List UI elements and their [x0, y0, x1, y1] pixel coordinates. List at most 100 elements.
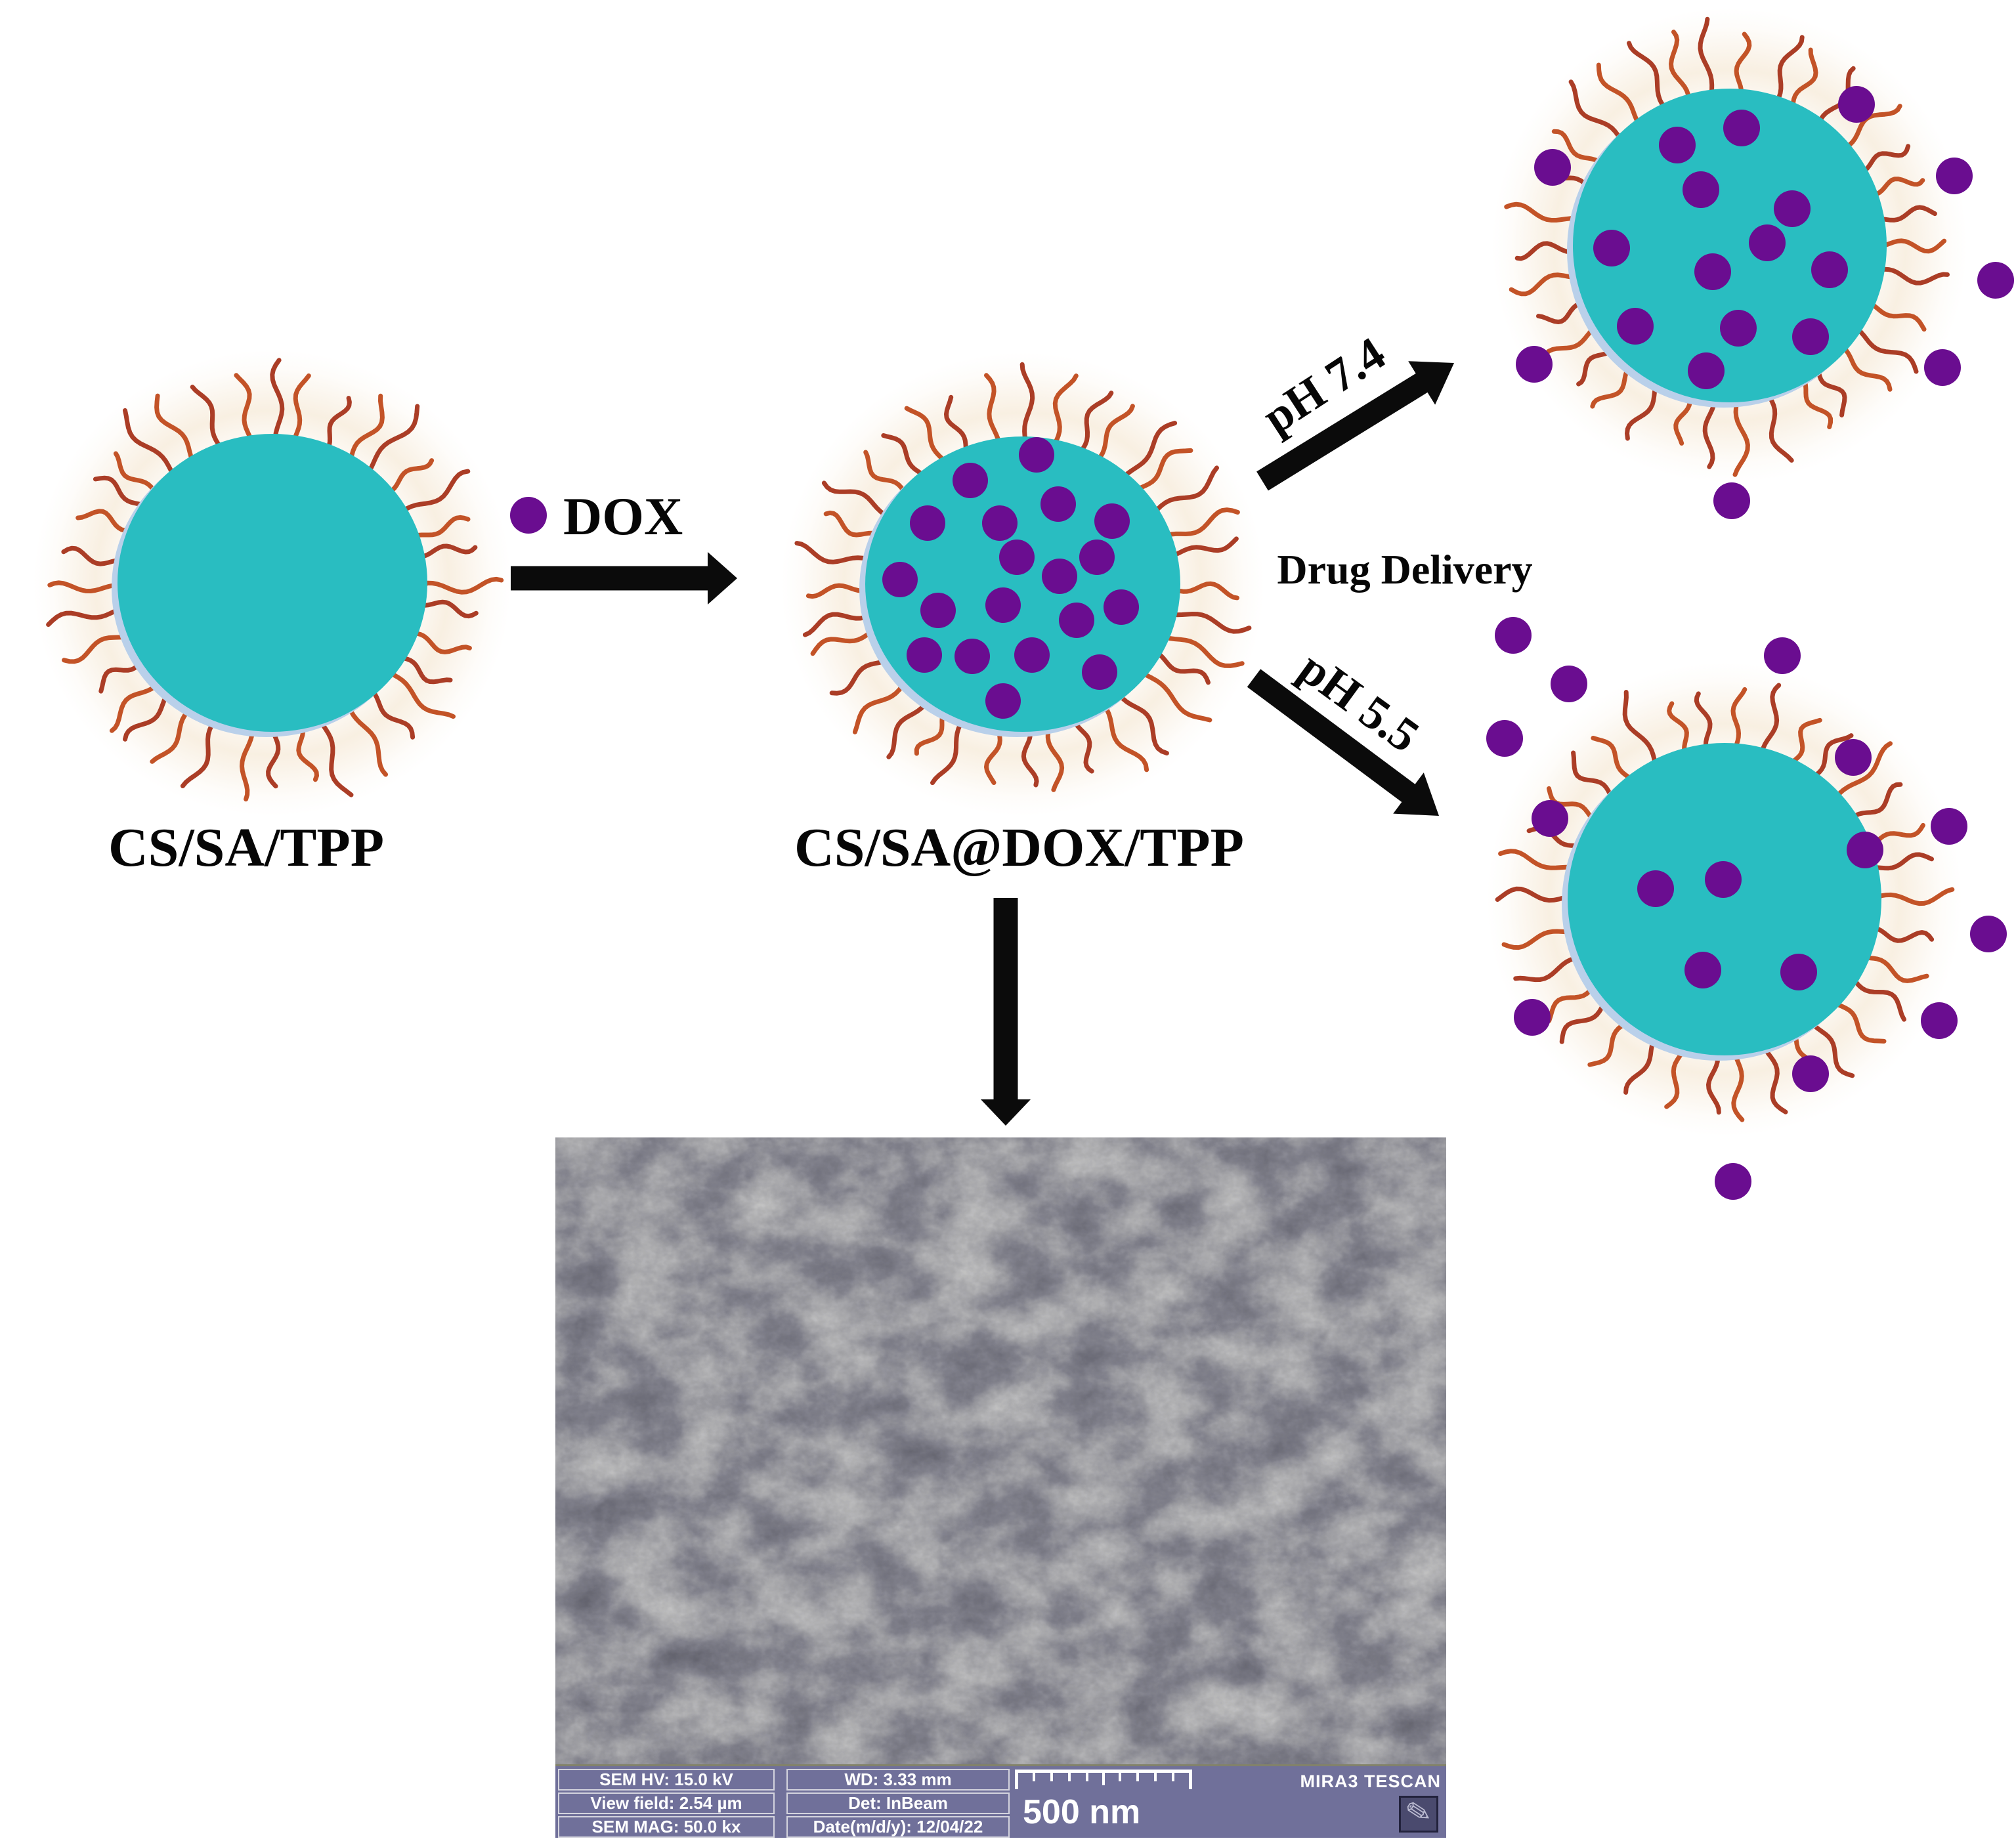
sem-texture	[555, 1137, 1446, 1838]
polymer-hair	[1547, 786, 1598, 822]
dox-dot-encapsulated	[985, 587, 1021, 623]
polymer-hair	[1045, 723, 1065, 792]
dox-dot-released	[1516, 346, 1553, 383]
dox-dot-encapsulated	[1104, 589, 1139, 625]
polymer-hair	[266, 725, 281, 789]
polymer-hair	[1073, 716, 1094, 774]
dox-dot-encapsulated	[1659, 127, 1696, 163]
polymer-hair	[1495, 886, 1575, 903]
polymer-hair	[1627, 41, 1669, 110]
dox-dot-released	[1931, 808, 1967, 845]
polymer-hair	[402, 469, 471, 516]
polymer-hair	[821, 480, 892, 517]
polymer-hair	[1568, 79, 1622, 143]
dox-dot-encapsulated	[1723, 110, 1760, 146]
polymer-hair	[46, 606, 127, 627]
polymer-hair	[1799, 377, 1833, 429]
scale-bar-label: 500 nm	[1023, 1793, 1141, 1831]
dox-legend-dot-icon	[510, 497, 547, 534]
dox-dot-encapsulated	[910, 505, 945, 541]
polymer-hair	[1669, 30, 1691, 102]
dox-dot-encapsulated	[1720, 310, 1757, 347]
polymer-hair	[1811, 733, 1854, 778]
polymer-hair	[944, 394, 969, 454]
sem-arrow	[981, 898, 1031, 1126]
polymer-hair	[881, 433, 926, 478]
polymer-hair	[1019, 362, 1035, 444]
dox-dot-encapsulated	[1683, 171, 1719, 208]
polymer-hair	[368, 689, 416, 740]
polymer-hair	[1596, 62, 1642, 125]
polymer-hair	[1119, 690, 1169, 755]
arrows-layer	[511, 361, 1454, 1126]
polymer-hair	[1870, 177, 1925, 197]
polymer-hair	[240, 723, 255, 802]
polymer-hair	[154, 393, 196, 463]
dox-dot-encapsulated	[1059, 603, 1094, 638]
dox-dot-encapsulated	[1749, 224, 1786, 261]
polymer-hair	[1732, 394, 1750, 477]
polymer-hair	[386, 458, 435, 494]
dox-dot-encapsulated	[1688, 352, 1725, 389]
sem-mag-field: SEM MAG: 50.0 kx	[558, 1816, 775, 1838]
dox-dot-encapsulated	[1780, 954, 1817, 990]
polymer-hair	[410, 631, 472, 654]
dox-dot-encapsulated	[1637, 870, 1674, 907]
polymer-hair	[1504, 201, 1582, 223]
polymer-hair	[863, 450, 907, 496]
particles-layer	[33, 8, 2014, 1200]
dox-dot-encapsulated	[1593, 230, 1630, 266]
polymer-hair	[1551, 129, 1603, 167]
label-drug-delivery: Drug Delivery	[1277, 546, 1533, 593]
polymer-hair	[1789, 717, 1822, 766]
dox-dot-released	[1532, 800, 1568, 837]
polymer-hair	[904, 406, 947, 463]
polymer-hair	[1761, 683, 1782, 755]
polymer-hair	[418, 543, 478, 559]
cs-sa-dox-tpp-nanoparticle	[781, 352, 1264, 816]
dox-dot-released	[1486, 720, 1523, 757]
polymer-hair	[802, 610, 876, 637]
dox-dot-released	[1534, 149, 1571, 186]
polymer-hair	[291, 373, 311, 442]
polymer-hair	[1811, 1020, 1855, 1078]
polymer-hair	[1871, 852, 1934, 871]
dox-dot-encapsulated	[953, 463, 988, 498]
label-dox: DOX	[563, 486, 683, 546]
polymer-hair	[1698, 16, 1715, 97]
dox-dot-encapsulated	[1792, 318, 1829, 355]
released-ph-7-4-nanoparticle	[1492, 8, 2014, 519]
polymer-hair	[62, 631, 134, 664]
dox-dot-encapsulated	[1774, 190, 1811, 227]
polymer-hair	[318, 717, 354, 797]
polymer-hair	[1851, 976, 1906, 1022]
polymer-hair	[1868, 302, 1927, 332]
dox-dot-encapsulated	[1811, 251, 1848, 288]
dox-dot-encapsulated	[882, 562, 918, 597]
polymer-hair	[1734, 32, 1752, 96]
dox-dot-encapsulated	[1684, 952, 1721, 988]
dox-arrow	[511, 552, 737, 604]
polymer-hair	[1862, 955, 1929, 983]
polymer-hair	[234, 373, 253, 442]
dox-dot-encapsulated	[1835, 739, 1872, 776]
polymer-hair	[349, 393, 385, 463]
polymer-hair	[1100, 704, 1149, 773]
dox-dot-encapsulated	[1040, 486, 1076, 522]
sem-micrograph: SEM HV: 15.0 kV WD: 3.33 mm View field: …	[555, 1137, 1446, 1838]
label-cs-sa-dox-tpp: CS/SA@DOX/TPP	[794, 817, 1244, 878]
particle-core	[118, 434, 427, 732]
polymer-hair	[1816, 367, 1847, 417]
sem-info-bar: SEM HV: 15.0 kV WD: 3.33 mm View field: …	[555, 1764, 1446, 1838]
polymer-hair	[75, 509, 135, 534]
polymer-hair	[398, 656, 453, 685]
polymer-hair	[1622, 690, 1658, 767]
polymer-hair	[1772, 35, 1805, 103]
polymer-hair	[1050, 373, 1079, 446]
polymer-hair	[366, 404, 420, 474]
polymer-hair	[1173, 581, 1239, 601]
particle-core	[1568, 743, 1881, 1055]
polymer-hair	[1153, 465, 1219, 515]
polymer-hair	[1877, 205, 1937, 223]
